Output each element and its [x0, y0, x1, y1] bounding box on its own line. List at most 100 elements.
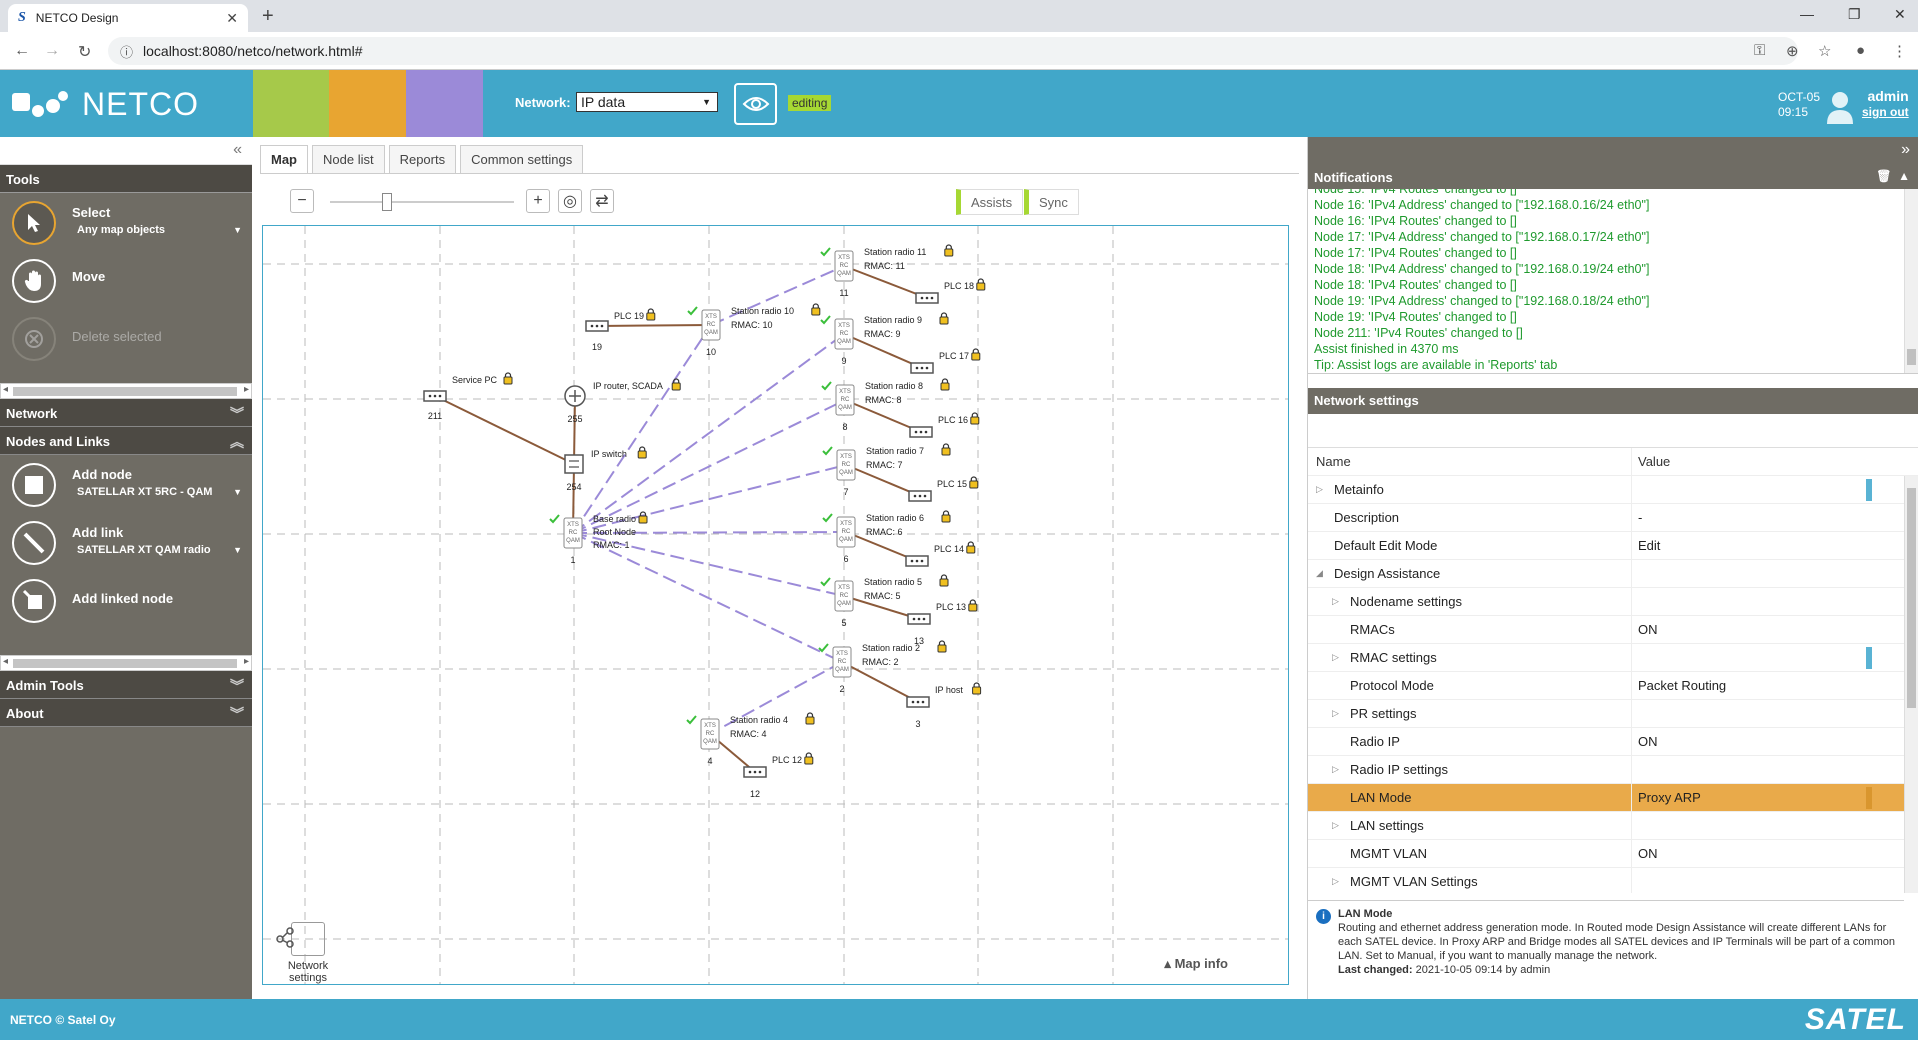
browser-tab[interactable]: S NETCO Design ✕ [8, 4, 248, 32]
property-value[interactable]: Proxy ARP [1638, 790, 1701, 805]
property-grid-scrollbar[interactable] [1904, 476, 1918, 893]
close-tab-icon[interactable]: ✕ [226, 9, 238, 26]
tools-section-header[interactable]: Tools [0, 165, 252, 193]
star-icon[interactable]: ☆ [1818, 43, 1832, 60]
property-value[interactable]: Edit [1638, 538, 1661, 553]
property-value[interactable]: ON [1638, 734, 1658, 749]
collapse-right-icon[interactable]: » [1901, 141, 1910, 158]
chevron-down-icon[interactable]: ▼ [233, 487, 242, 497]
expand-arrow-icon[interactable]: ▷ [1332, 652, 1339, 662]
view-mode-button[interactable] [734, 83, 777, 125]
expand-arrow-icon[interactable]: ▷ [1332, 596, 1339, 606]
zoom-out-button[interactable]: − [290, 189, 314, 213]
network-select[interactable]: IP data ▼ [576, 92, 718, 112]
expand-arrow-icon[interactable]: ▷ [1332, 708, 1339, 718]
tab-map[interactable]: Map [260, 145, 308, 173]
add-node-type[interactable]: SATELLAR XT 5RC - QAM [77, 486, 213, 498]
chevron-up-icon[interactable]: ▲ [1898, 169, 1910, 183]
notifications-scrollbar[interactable] [1904, 189, 1918, 373]
property-value[interactable]: - [1638, 510, 1643, 525]
chevron-down-icon[interactable]: ▼ [233, 545, 242, 555]
map-node-n14[interactable]: PLC 14 [905, 541, 976, 567]
move-tool[interactable]: Move [0, 251, 252, 309]
property-value[interactable]: Packet Routing [1638, 678, 1727, 693]
expand-arrow-icon[interactable]: ▷ [1332, 764, 1339, 774]
property-row[interactable]: Description- [1308, 504, 1918, 532]
property-row[interactable]: ▷Nodename settings [1308, 588, 1918, 616]
site-info-icon[interactable]: ⓘ [120, 44, 134, 60]
reload-icon[interactable]: ↻ [78, 44, 92, 61]
name-column-header[interactable]: Name [1308, 448, 1632, 475]
assists-toggle[interactable]: Assists [956, 189, 1024, 215]
select-tool[interactable]: Select Any map objects ▼ [0, 193, 252, 251]
expand-arrow-icon[interactable]: ▷ [1332, 876, 1339, 886]
profile-icon[interactable]: ● [1856, 42, 1866, 59]
about-section-header[interactable]: About︾ [0, 699, 252, 727]
expand-arrow-icon[interactable]: ◢ [1316, 568, 1323, 578]
left-collapse-bar[interactable]: « [0, 137, 252, 165]
property-row[interactable]: ▷PR settings [1308, 700, 1918, 728]
zoom-in-button[interactable]: + [526, 189, 550, 213]
center-map-button[interactable]: ◎ [558, 189, 582, 213]
right-collapse-bar[interactable]: » [1308, 137, 1918, 165]
url-field[interactable]: ⓘ localhost:8080/netco/network.html# [108, 37, 1798, 65]
key-icon[interactable]: ⚿ [1754, 42, 1766, 59]
zoom-icon[interactable]: ⊕ [1786, 43, 1799, 60]
minimize-icon[interactable]: — [1800, 6, 1814, 22]
map-node-n15[interactable]: PLC 15 [908, 476, 979, 502]
tab-reports[interactable]: Reports [388, 145, 457, 173]
add-link-type[interactable]: SATELLAR XT QAM radio [77, 544, 211, 556]
property-row[interactable]: ▷RMAC settings [1308, 644, 1918, 672]
value-column-header[interactable]: Value [1638, 454, 1671, 469]
property-value[interactable]: ON [1638, 846, 1658, 861]
restore-icon[interactable]: ❐ [1848, 6, 1861, 22]
nodes-links-section-header[interactable]: Nodes and Links︽ [0, 427, 252, 455]
property-row[interactable]: ▷MGMT VLAN Settings [1308, 868, 1918, 893]
chevron-down-icon[interactable]: ▼ [233, 225, 242, 235]
expand-arrow-icon[interactable]: ▷ [1332, 820, 1339, 830]
new-tab-icon[interactable]: + [262, 5, 274, 27]
property-row[interactable]: ▷LAN settings [1308, 812, 1918, 840]
map-node-n16[interactable]: PLC 16 [909, 412, 980, 438]
trash-icon[interactable]: 🗑 [1876, 169, 1892, 183]
tools-scrollbar[interactable]: ◂▸ [0, 383, 252, 399]
admin-tools-section-header[interactable]: Admin Tools︾ [0, 671, 252, 699]
sign-out-link[interactable]: sign out [1862, 105, 1909, 119]
network-section-header[interactable]: Network︾ [0, 399, 252, 427]
select-tool-filter[interactable]: Any map objects [77, 224, 166, 236]
map-node-n18[interactable]: PLC 18 [915, 278, 986, 304]
expand-arrow-icon[interactable]: ▷ [1316, 484, 1323, 494]
zoom-slider[interactable] [330, 193, 514, 211]
property-value[interactable]: ON [1638, 622, 1658, 637]
add-node-tool[interactable]: Add node SATELLAR XT 5RC - QAM ▼ [0, 455, 252, 513]
forward-icon[interactable]: → [44, 42, 60, 59]
delete-selected-tool[interactable]: Delete selected [0, 309, 252, 367]
close-window-icon[interactable]: ✕ [1894, 6, 1906, 22]
property-row[interactable]: ▷Metainfo [1308, 476, 1918, 504]
zoom-slider-handle[interactable] [382, 193, 392, 211]
